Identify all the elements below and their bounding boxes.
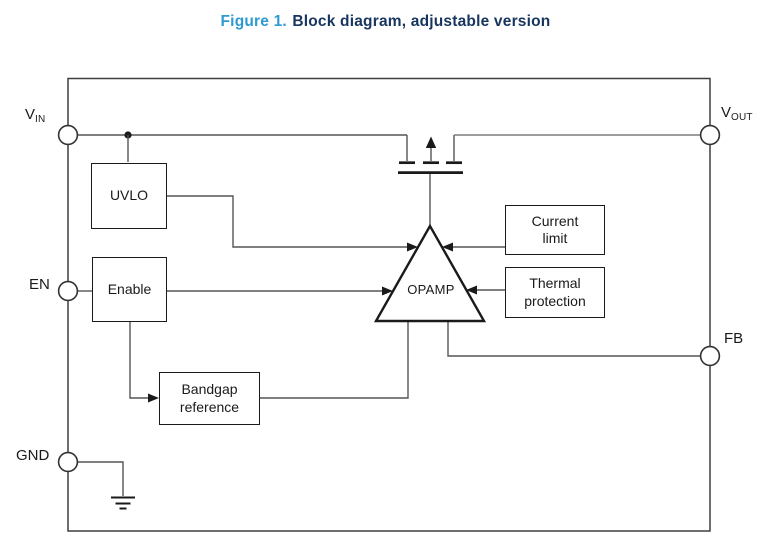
arrowhead-current-limit-icon <box>442 242 453 252</box>
gnd-pin-circle <box>57 451 79 473</box>
vout-pin-label: VOUT <box>721 104 753 123</box>
uvlo-label: UVLO <box>109 187 149 204</box>
vin-subscript: IN <box>35 114 46 125</box>
vin-letter: V <box>25 106 36 123</box>
en-pin-circle <box>57 280 79 302</box>
enable-to-bandgap-line <box>129 322 148 399</box>
arrowhead-uvlo-icon <box>407 242 418 252</box>
ic-boundary <box>67 77 711 532</box>
opamp-triangle <box>373 223 487 323</box>
vout-pin-circle <box>699 124 721 146</box>
figure-caption: Block diagram, adjustable version <box>292 13 551 30</box>
arrowhead-enable-icon <box>382 286 393 296</box>
bandgap-reference-label: Bandgap reference <box>179 381 240 415</box>
pmos-pass-transistor-icon <box>398 135 463 174</box>
vin-pin-label: VIN <box>25 106 45 125</box>
gnd-pin-label: GND <box>16 447 50 464</box>
uvlo-to-opamp-line <box>167 195 408 248</box>
enable-block: Enable <box>92 257 167 322</box>
current-limit-block: Current limit <box>505 205 605 255</box>
arrowhead-thermal-icon <box>466 285 477 295</box>
enable-label: Enable <box>107 280 152 297</box>
arrowhead-bandgap-icon <box>148 393 159 403</box>
bulk-arrow-icon <box>425 136 437 148</box>
uvlo-block: UVLO <box>91 163 167 229</box>
vout-subscript: OUT <box>731 112 753 123</box>
figure-title: Figure 1. Block diagram, adjustable versi… <box>0 13 771 31</box>
figure-number: Figure 1. <box>220 13 287 30</box>
fb-pin-label: FB <box>724 330 744 347</box>
current-limit-label: Current limit <box>531 212 579 247</box>
vin-pin-circle <box>57 124 79 146</box>
bandgap-reference-block: Bandgap reference <box>159 372 260 425</box>
en-pin-label: EN <box>29 276 50 293</box>
fb-pin-circle <box>699 345 721 367</box>
gnd-line <box>77 461 124 496</box>
ground-symbol-icon <box>111 496 135 510</box>
thermal-protection-block: Thermal protection <box>505 267 605 318</box>
opamp-label: OPAMP <box>407 282 455 297</box>
thermal-protection-label: Thermal protection <box>524 275 586 309</box>
vout-letter: V <box>721 104 732 121</box>
opamp-to-fb-line <box>447 322 701 357</box>
bandgap-to-opamp-line <box>260 322 409 399</box>
